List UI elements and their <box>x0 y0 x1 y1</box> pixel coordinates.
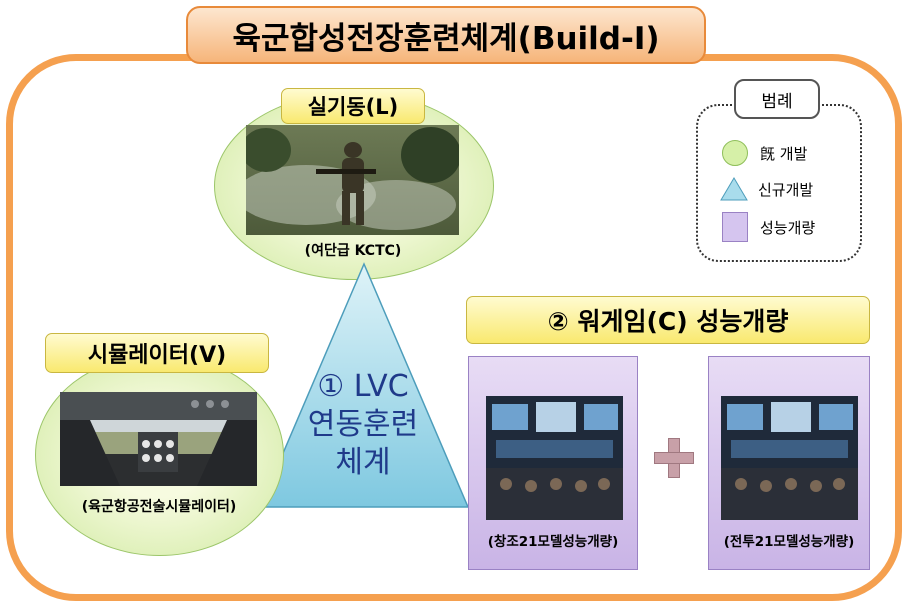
simulator-caption: (육군항공전술시뮬레이터) <box>81 499 237 515</box>
live-photo <box>246 125 459 235</box>
legend-item-new: 신규개발 <box>720 176 813 202</box>
simulator-label: 시뮬레이터(V) <box>45 333 269 373</box>
live-label: 실기동(L) <box>281 88 425 124</box>
wargame-caption-left: (창조21모델성능개량) <box>487 534 619 550</box>
wargame-caption-right: (전투21모델성능개량) <box>723 534 855 550</box>
plus-icon <box>654 438 694 478</box>
live-caption: (여단급 KCTC) <box>304 243 402 259</box>
wargame-photo-right <box>721 396 858 520</box>
legend-text-upgrade: 성능개량 <box>760 218 816 237</box>
legend-title: 범례 <box>734 79 820 119</box>
title-box: 육군합성전장훈련체계(Build-I) <box>186 6 706 64</box>
lvc-text: ① LVC 연동훈련 체계 <box>278 368 448 482</box>
wargame-label: ② 워게임(C) 성능개량 <box>466 296 870 344</box>
command-center-photo-icon <box>486 396 623 520</box>
command-center-photo-icon <box>721 396 858 520</box>
legend-item-existing: 旣 개발 <box>722 140 807 166</box>
legend-text-new: 신규개발 <box>758 180 814 199</box>
wargame-photo-left <box>486 396 623 520</box>
page-title: 육군합성전장훈련체계(Build-I) <box>232 20 660 57</box>
lvc-line-1: ① LVC <box>317 369 409 404</box>
lvc-line-3: 체계 <box>335 445 391 480</box>
green-circle-icon <box>722 140 748 166</box>
blue-triangle-icon <box>720 177 748 201</box>
purple-square-icon <box>722 212 748 242</box>
legend-item-upgrade: 성능개량 <box>722 212 815 242</box>
legend-text-existing: 旣 개발 <box>760 144 808 163</box>
soldier-photo-icon <box>246 125 459 235</box>
simulator-photo <box>60 392 257 486</box>
lvc-triangle <box>258 262 470 508</box>
cockpit-photo-icon <box>60 392 257 486</box>
lvc-line-2: 연동훈련 <box>307 407 419 442</box>
